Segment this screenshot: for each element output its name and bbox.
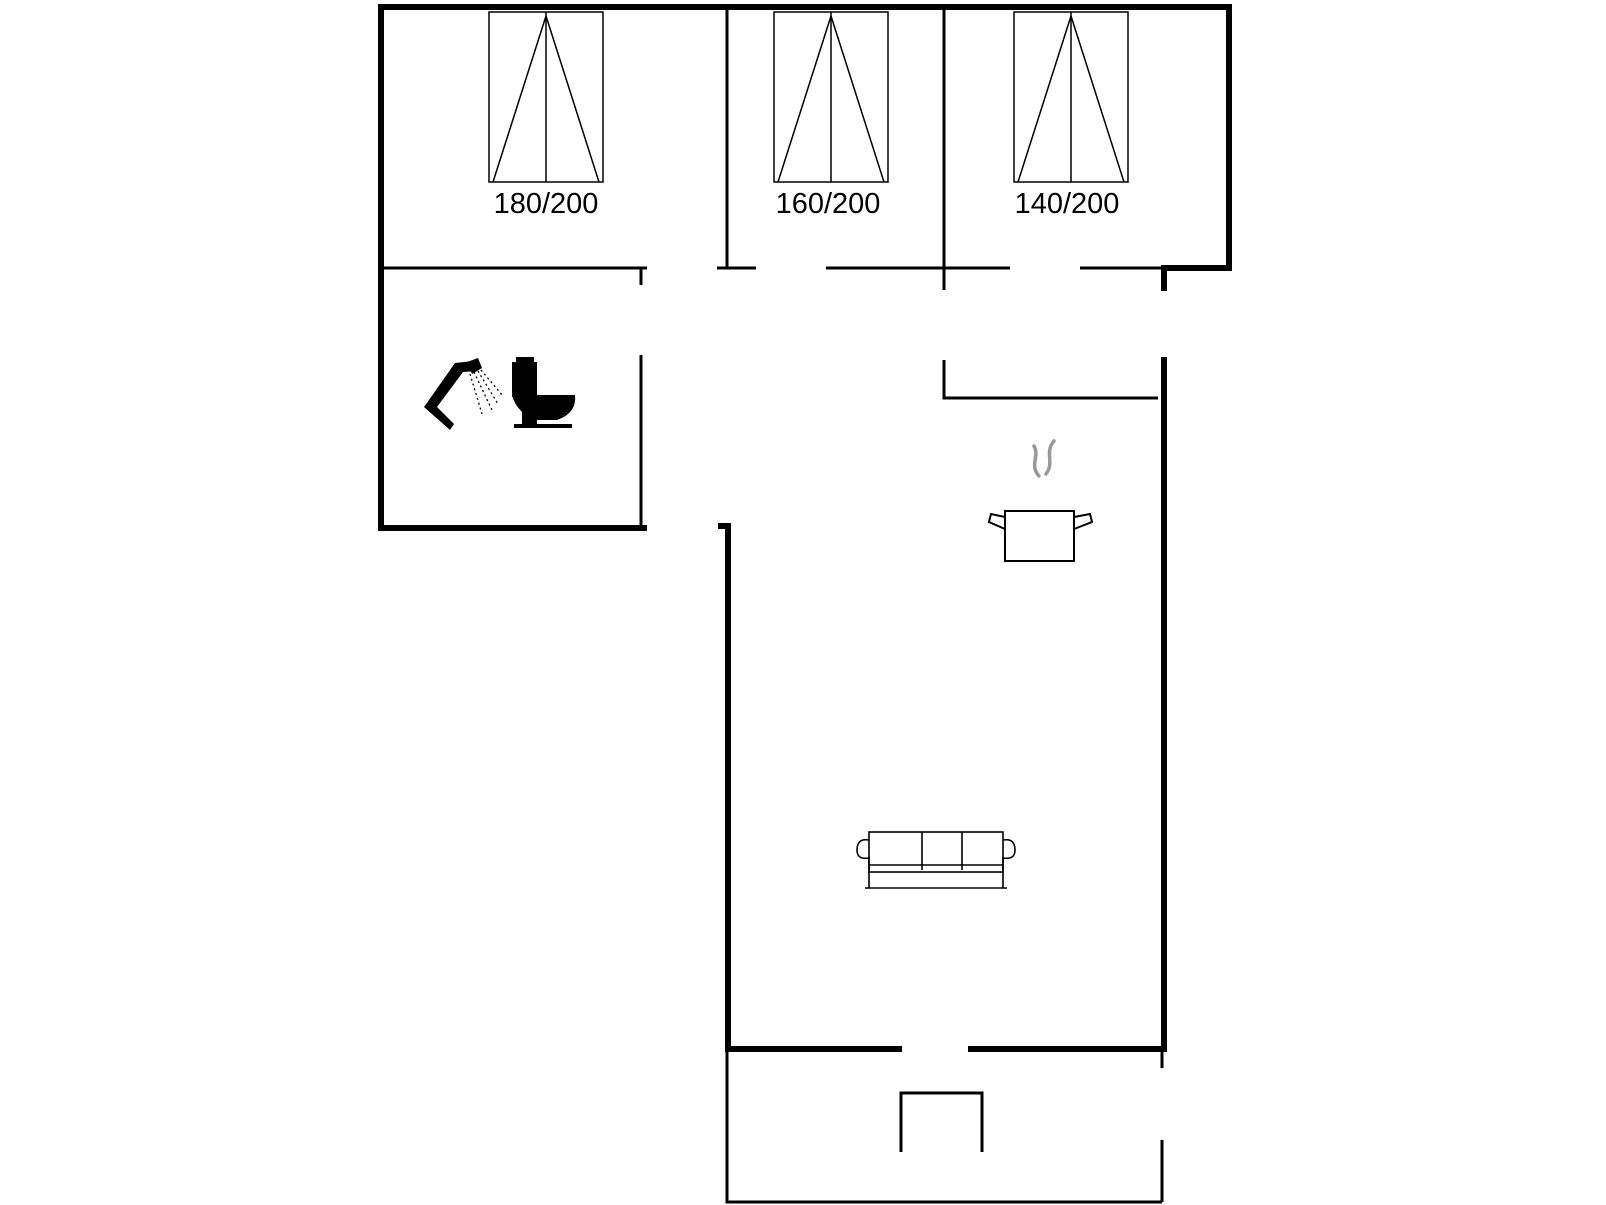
bed bbox=[488, 11, 604, 183]
entrance-porch bbox=[725, 1052, 1164, 1204]
bed bbox=[1013, 11, 1129, 183]
sofa-icon bbox=[856, 831, 1016, 889]
bed-label: 180/200 bbox=[494, 188, 599, 220]
interior-walls bbox=[383, 10, 1162, 527]
bed-label: 140/200 bbox=[1015, 188, 1120, 220]
toilet-icon bbox=[512, 357, 576, 428]
exterior-walls bbox=[378, 4, 1232, 1052]
cooking-pot-icon bbox=[987, 439, 1094, 562]
entrance-step bbox=[899, 1091, 984, 1152]
bed bbox=[773, 11, 889, 183]
shower-icon bbox=[424, 358, 504, 430]
bed-label: 160/200 bbox=[776, 188, 881, 220]
